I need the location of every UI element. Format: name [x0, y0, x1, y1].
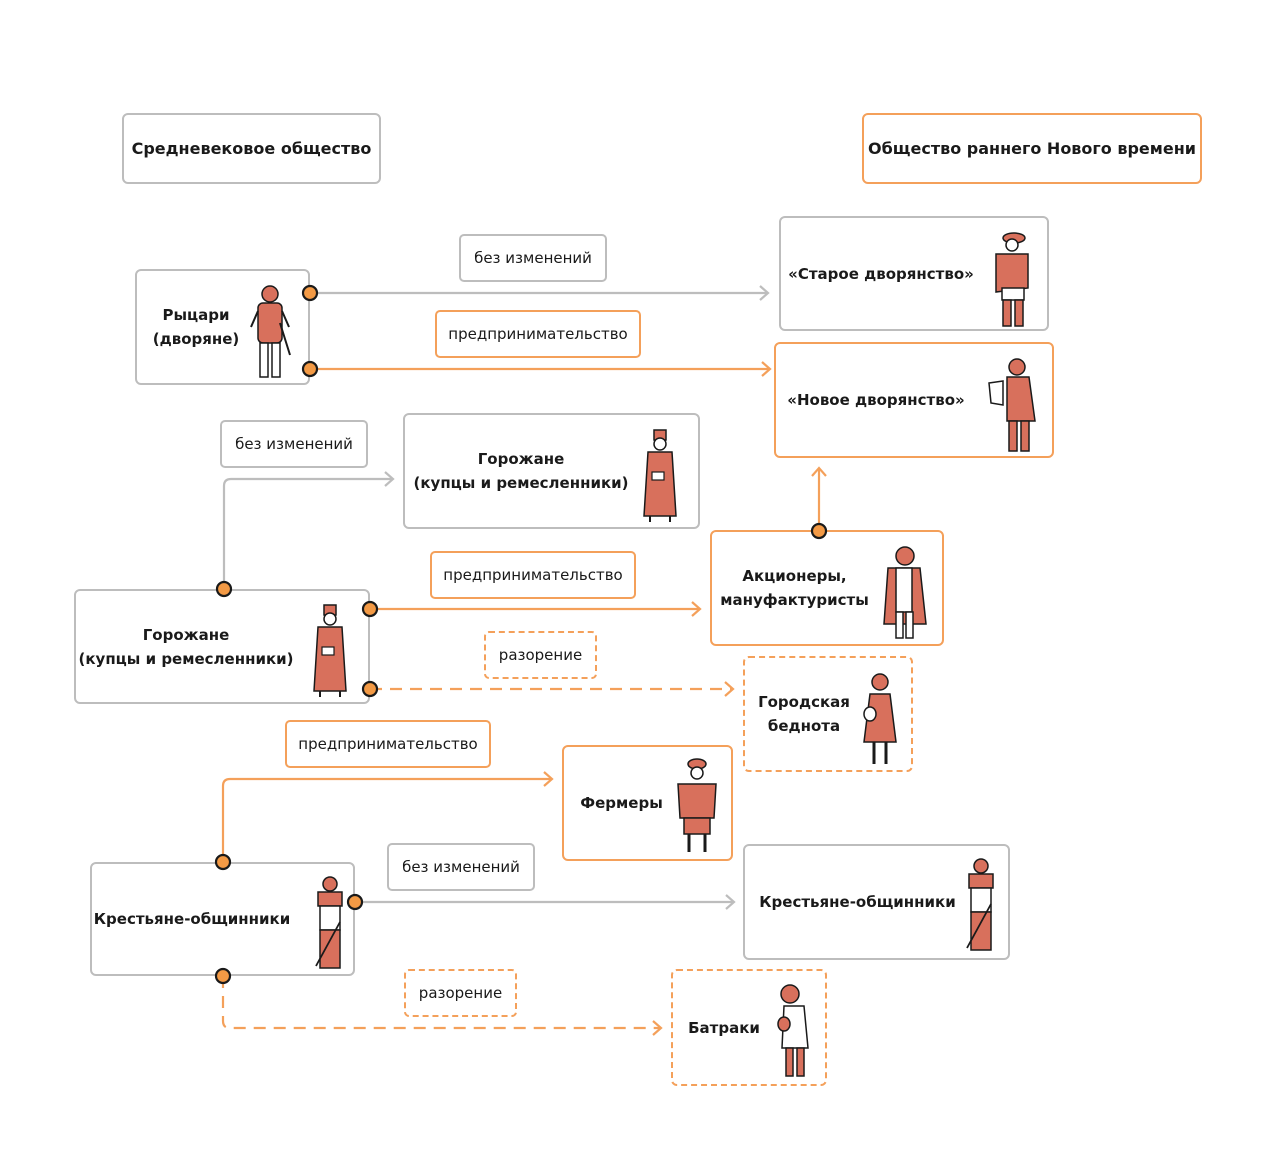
- arrowhead-icon: [759, 285, 770, 301]
- arrowhead-icon: [384, 471, 395, 487]
- old-noble-figure-icon: [995, 232, 1029, 327]
- edge-town-entrepreneurship: [370, 601, 702, 617]
- edge-peasant-entrepreneurship: [221, 771, 554, 861]
- edge-peasant-ruin: [221, 976, 663, 1036]
- edge-town-ruin: [370, 681, 735, 697]
- node-farmers-label: Фермеры: [580, 794, 663, 812]
- label-peasant-unchanged: без изменений: [387, 843, 535, 891]
- connector-dot-icon: [214, 967, 232, 985]
- node-peasants-medieval-label: Крестьяне-общинники: [93, 910, 291, 928]
- node-peasants-modern-label: Крестьяне-общинники: [759, 893, 956, 911]
- connector-dot-icon: [301, 360, 319, 378]
- label-town-unchanged: без изменений: [220, 420, 368, 468]
- header-early-modern-society: Общество раннего Нового времени: [862, 113, 1202, 184]
- node-new-nobility-label: «Новое дворянство»: [787, 391, 965, 409]
- arrowhead-icon: [761, 361, 772, 377]
- node-peasants-modern[interactable]: Крестьяне-общинники: [743, 844, 1010, 960]
- arrowhead-icon: [652, 1020, 663, 1036]
- townsperson-medieval-figure-icon: [313, 604, 347, 697]
- edge-knights-old-nobility: [310, 285, 770, 301]
- connector-dot-icon: [361, 600, 379, 618]
- node-urban-poor-label: Городская беднота: [758, 693, 850, 735]
- node-peasants-medieval[interactable]: Крестьяне-общинники: [90, 862, 355, 976]
- peasant-modern-figure-icon: [966, 858, 994, 951]
- node-old-nobility-label: «Старое дворянство»: [788, 264, 974, 283]
- header-medieval-society: Средневековое общество: [122, 113, 381, 184]
- edge-shareholders-new-nobility: [811, 466, 827, 531]
- connector-dot-icon: [214, 853, 232, 871]
- connector-dot-icon: [346, 893, 364, 911]
- laborer-figure-icon: [777, 984, 809, 1077]
- header-medieval-label: Средневековое общество: [131, 139, 372, 158]
- edge-knights-new-nobility: [310, 361, 772, 377]
- label-town-ruin: разорение: [484, 631, 597, 679]
- connector-dot-icon: [361, 680, 379, 698]
- node-shareholders-label: Акционеры, мануфактуристы: [720, 567, 869, 609]
- new-noble-figure-icon: [988, 358, 1036, 452]
- connector-dot-icon: [810, 522, 828, 540]
- arrowhead-icon: [543, 771, 554, 787]
- node-townspeople-medieval-label: Горожане (купцы и ремесленники): [78, 625, 294, 668]
- arrowhead-icon: [811, 466, 827, 477]
- knight-figure-icon: [250, 285, 291, 378]
- node-townspeople-modern-label: Горожане (купцы и ремесленники): [413, 450, 629, 492]
- label-peasant-ruin: разорение: [404, 969, 517, 1017]
- node-knights-label: Рыцари (дворяне): [152, 306, 240, 348]
- label-knights-unchanged: без изменений: [459, 234, 607, 282]
- arrowhead-icon: [724, 681, 735, 697]
- header-early-modern-label: Общество раннего Нового времени: [868, 139, 1196, 158]
- label-town-entrepreneurship: предпринимательство: [430, 551, 636, 599]
- edge-town-unchanged: [222, 471, 395, 588]
- shareholder-figure-icon: [883, 546, 927, 639]
- label-knights-entrepreneurship: предпринимательство: [435, 310, 641, 358]
- peasant-medieval-figure-icon: [315, 876, 343, 969]
- farmer-figure-icon: [677, 758, 717, 852]
- arrowhead-icon: [725, 894, 736, 910]
- arrowhead-icon: [691, 601, 702, 617]
- urban-poor-figure-icon: [863, 673, 897, 764]
- connector-dot-icon: [215, 580, 233, 598]
- label-peasant-entrepreneurship: предпринимательство: [285, 720, 491, 768]
- edge-peasant-unchanged: [355, 894, 736, 910]
- node-laborers-label: Батраки: [688, 1018, 760, 1037]
- townsperson-figure-icon: [643, 429, 677, 522]
- connector-dot-icon: [301, 284, 319, 302]
